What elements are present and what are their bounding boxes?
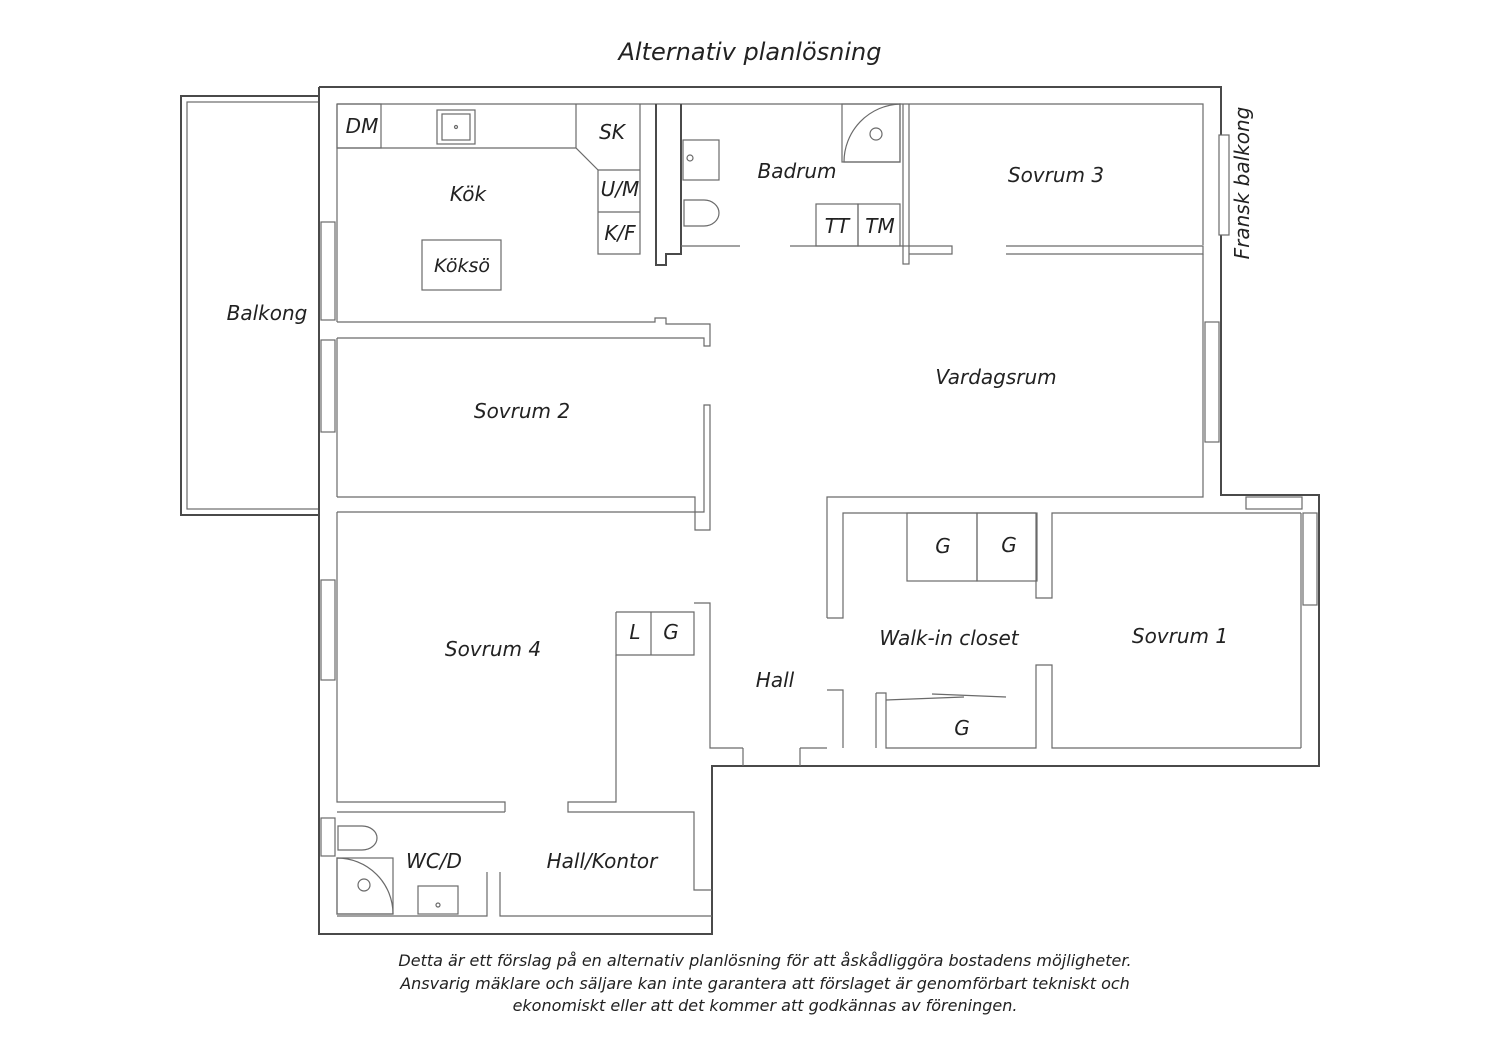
wc	[336, 811, 712, 917]
label-dm: DM	[346, 114, 379, 138]
kitchen	[336, 103, 711, 347]
label-sovrum-4: Sovrum 4	[445, 637, 541, 661]
label-tt: TT	[825, 214, 851, 238]
room-labels: DM SK Kök U/M K/F Köksö Badrum TT TM Sov…	[227, 107, 1254, 873]
label-um: U/M	[601, 177, 640, 201]
label-vardagsrum: Vardagsrum	[935, 365, 1056, 389]
label-badrum: Badrum	[757, 159, 836, 183]
walk-in-closet	[827, 512, 1302, 749]
label-walk-in-closet: Walk-in closet	[879, 626, 1019, 650]
label-hall: Hall	[756, 668, 795, 692]
label-sovrum-3: Sovrum 3	[1008, 163, 1104, 187]
disclaimer: Detta är ett förslag på en alternativ pl…	[340, 950, 1190, 1018]
label-g-closet-3: G	[954, 716, 970, 740]
bedroom-2	[337, 404, 711, 531]
label-g-closet-2: G	[1001, 533, 1017, 557]
label-kok: Kök	[450, 182, 488, 206]
label-sk: SK	[599, 120, 627, 144]
label-l: L	[629, 620, 640, 644]
label-hall-kontor: Hall/Kontor	[547, 849, 660, 873]
label-wcd: WC/D	[406, 849, 462, 873]
bedroom-3	[909, 245, 1204, 255]
label-kf: K/F	[604, 221, 636, 245]
label-koksö: Köksö	[434, 255, 490, 277]
disclaimer-line-1: Detta är ett förslag på en alternativ pl…	[398, 951, 1132, 970]
label-g-hall: G	[663, 620, 679, 644]
label-tm: TM	[865, 214, 894, 238]
label-fransk-balkong: Fransk balkong	[1230, 107, 1254, 260]
windows	[320, 134, 1318, 857]
label-balkong: Balkong	[227, 301, 308, 325]
plan-title: Alternativ planlösning	[618, 38, 882, 66]
disclaimer-line-2: Ansvarig mäklare och säljare kan inte ga…	[400, 973, 1130, 993]
label-sovrum-2: Sovrum 2	[474, 399, 570, 423]
bathroom	[681, 103, 910, 265]
outer-walls	[318, 86, 1320, 935]
label-g-closet-1: G	[935, 534, 951, 558]
hall	[567, 602, 827, 891]
disclaimer-line-3: ekonomiskt eller att det kommer att godk…	[512, 996, 1018, 1015]
label-sovrum-1: Sovrum 1	[1132, 624, 1228, 648]
